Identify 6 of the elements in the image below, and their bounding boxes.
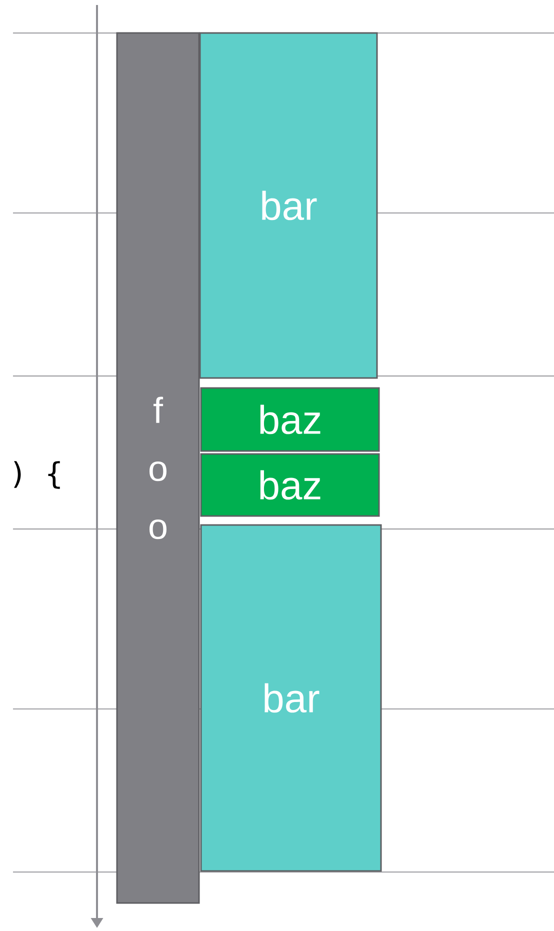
block: baz <box>200 453 380 517</box>
block: baz <box>200 387 380 452</box>
vertical-bar: f o o <box>116 32 200 904</box>
block: bar <box>200 524 382 872</box>
code-text: ) { <box>14 461 60 489</box>
block: bar <box>199 32 378 379</box>
